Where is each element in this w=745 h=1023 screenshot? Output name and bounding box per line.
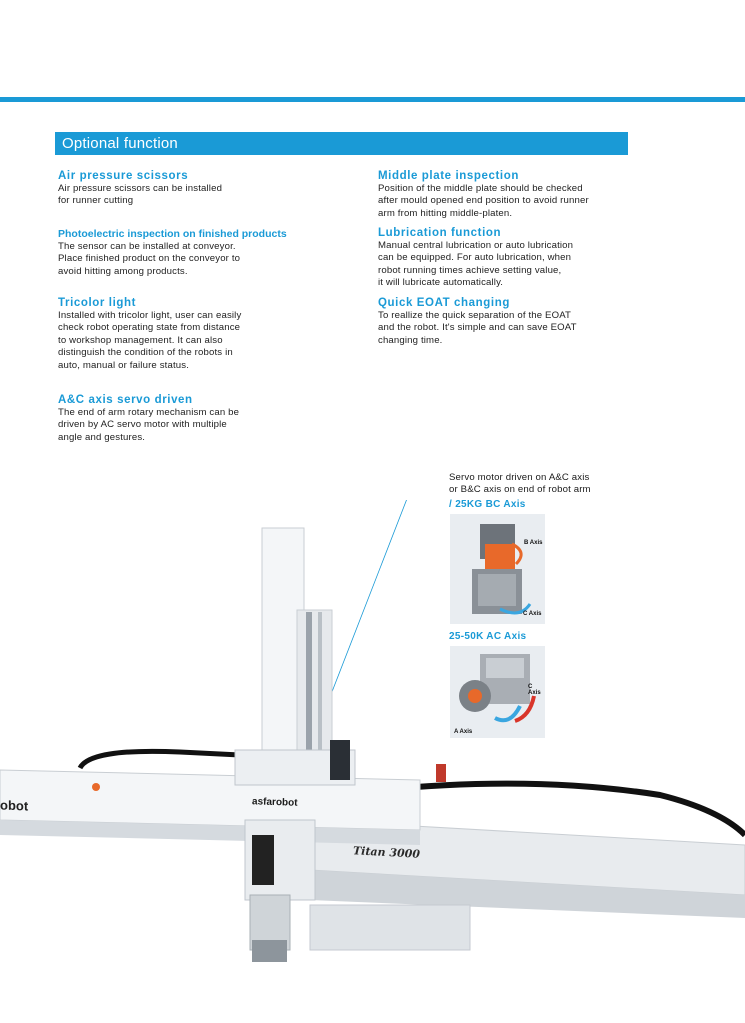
feature-title: Photoelectric inspection on finished pro…	[58, 228, 287, 240]
slash-mark: /	[449, 499, 453, 510]
top-accent-rule	[0, 97, 745, 102]
b-axis-tag: B Axis	[524, 540, 543, 546]
feature-title: A&C axis servo driven	[58, 394, 193, 406]
feature-air-pressure-scissors: Air pressure scissors Air pressure sciss…	[58, 169, 320, 208]
callout-text: Servo motor driven on A&C axis or B&C ax…	[449, 472, 591, 496]
ac-axis-label: 25-50K AC Axis	[449, 631, 527, 642]
feature-title: Lubrication function	[378, 227, 502, 239]
feature-ac-axis-servo: A&C axis servo driven The end of arm rot…	[58, 393, 320, 444]
feature-body: Installed with tricolor light, user can …	[58, 310, 242, 371]
c-axis-tag: C Axis	[528, 684, 541, 696]
bc-axis-photo: B Axis C Axis	[450, 514, 545, 624]
feature-body: Air pressure scissors can be installed f…	[58, 183, 223, 207]
feature-lubrication: Lubrication function Manual central lubr…	[378, 226, 648, 290]
bc-axis-label: 25KG BC Axis	[455, 499, 526, 510]
bc-axis-motor-image	[450, 514, 545, 624]
robot-brand-left: obot	[0, 797, 29, 814]
feature-title: Middle plate inspection	[378, 170, 519, 182]
servo-callout: Servo motor driven on A&C axis or B&C ax…	[449, 472, 639, 497]
ac-axis-motor-image	[450, 646, 545, 738]
feature-tricolor-light: Tricolor light Installed with tricolor l…	[58, 296, 320, 372]
gantry-robot-illustration	[0, 500, 745, 962]
feature-quick-eoat-changing: Quick EOAT changing To reallize the quic…	[378, 296, 648, 347]
feature-body: The sensor can be installed at conveyor.…	[58, 241, 241, 277]
c-axis-tag: C Axis	[523, 611, 542, 617]
feature-photoelectric-inspection: Photoelectric inspection on finished pro…	[58, 227, 320, 278]
feature-title: Air pressure scissors	[58, 170, 189, 182]
feature-body: The end of arm rotary mechanism can be d…	[58, 407, 240, 443]
a-axis-tag: A Axis	[454, 729, 473, 735]
feature-body: Manual central lubrication or auto lubri…	[378, 240, 574, 289]
feature-body: Position of the middle plate should be c…	[378, 183, 589, 219]
feature-body: To reallize the quick separation of the …	[378, 310, 577, 346]
feature-title: Tricolor light	[58, 297, 137, 309]
feature-title: Quick EOAT changing	[378, 297, 510, 309]
bc-axis-heading: / 25KG BC Axis	[449, 499, 526, 510]
feature-middle-plate-inspection: Middle plate inspection Position of the …	[378, 169, 648, 220]
section-title: Optional function	[55, 132, 628, 155]
robot-brand-center: asfarobot	[251, 796, 298, 809]
ac-axis-photo: C Axis A Axis	[450, 646, 545, 738]
